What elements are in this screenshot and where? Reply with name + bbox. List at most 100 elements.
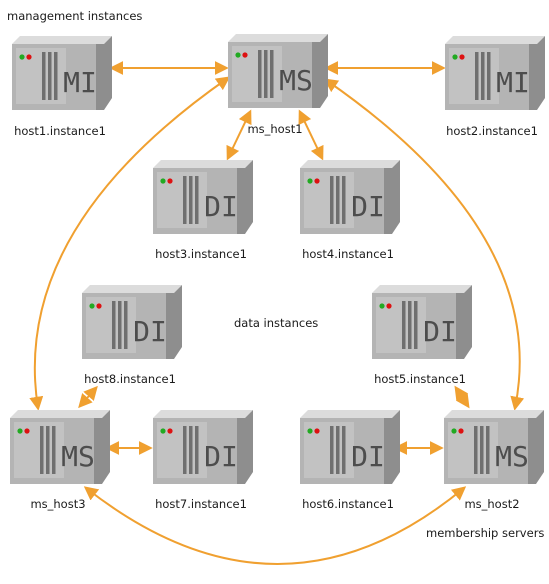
drive-slot-icon	[264, 50, 268, 98]
status-led-green-icon	[451, 428, 457, 434]
server-layer: MIhost1.instance1MSms_host1MIhost2.insta…	[10, 34, 545, 511]
drive-slot-icon	[475, 52, 479, 100]
drive-slot-icon	[342, 176, 346, 224]
server-host4[interactable]: DI	[300, 160, 400, 234]
connection-layer	[29, 61, 525, 565]
drive-slot-icon	[183, 426, 187, 474]
node-label-host1: host1.instance1	[14, 124, 106, 138]
drive-slot-icon	[342, 426, 346, 474]
status-led-green-icon	[379, 303, 385, 309]
server-host1[interactable]: MI	[12, 36, 112, 110]
server-ms_host2[interactable]: MS	[444, 410, 544, 484]
server-side-face	[384, 160, 400, 234]
server-type-badge: MI	[496, 66, 530, 99]
status-led-red-icon	[24, 428, 30, 434]
status-led-red-icon	[167, 428, 173, 434]
status-led-red-icon	[96, 303, 102, 309]
status-led-green-icon	[235, 52, 241, 58]
arc-ms_host3-ms_host2	[83, 486, 467, 565]
drive-slot-icon	[183, 176, 187, 224]
drive-slot-icon	[118, 301, 122, 349]
status-led-green-icon	[89, 303, 95, 309]
server-type-badge: MS	[61, 440, 95, 473]
status-led-green-icon	[160, 178, 166, 184]
status-led-red-icon	[314, 178, 320, 184]
drive-slot-icon	[270, 50, 274, 98]
drive-slot-icon	[330, 176, 334, 224]
status-led-red-icon	[386, 303, 392, 309]
status-led-red-icon	[167, 178, 173, 184]
status-led-red-icon	[314, 428, 320, 434]
drive-slot-icon	[474, 426, 478, 474]
node-label-host4: host4.instance1	[302, 247, 394, 261]
drive-slot-icon	[48, 52, 52, 100]
data-instances-caption: data instances	[234, 316, 318, 330]
node-label-host7: host7.instance1	[155, 497, 247, 511]
status-led-green-icon	[160, 428, 166, 434]
status-led-red-icon	[458, 428, 464, 434]
drive-slot-icon	[487, 52, 491, 100]
arc-ms_host1-ms_host3	[29, 76, 231, 411]
server-side-face	[166, 285, 182, 359]
drive-slot-icon	[408, 301, 412, 349]
drive-slot-icon	[124, 301, 128, 349]
server-type-badge: MI	[63, 66, 97, 99]
server-host8[interactable]: DI	[82, 285, 182, 359]
server-side-face	[96, 36, 112, 110]
server-type-badge: MS	[279, 64, 313, 97]
server-top-face	[153, 410, 253, 418]
server-ms_host1[interactable]: MS	[228, 34, 328, 108]
server-side-face	[384, 410, 400, 484]
drive-slot-icon	[330, 426, 334, 474]
drive-slot-icon	[480, 426, 484, 474]
drive-slot-icon	[52, 426, 56, 474]
server-host3[interactable]: DI	[153, 160, 253, 234]
server-type-badge: DI	[351, 190, 385, 223]
management-instances-caption: management instances	[7, 9, 142, 23]
server-top-face	[228, 34, 328, 42]
drive-slot-icon	[486, 426, 490, 474]
drive-slot-icon	[336, 426, 340, 474]
server-side-face	[237, 410, 253, 484]
node-label-ms_host1: ms_host1	[247, 122, 302, 136]
drive-slot-icon	[40, 426, 44, 474]
drive-slot-icon	[195, 176, 199, 224]
node-label-host6: host6.instance1	[302, 497, 394, 511]
server-side-face	[94, 410, 110, 484]
server-top-face	[445, 36, 545, 44]
server-top-face	[10, 410, 110, 418]
link-host8-ms_host3	[78, 385, 98, 409]
node-label-host8: host8.instance1	[84, 372, 176, 386]
drive-slot-icon	[258, 50, 262, 98]
server-top-face	[300, 410, 400, 418]
server-side-face	[312, 34, 328, 108]
server-host5[interactable]: DI	[372, 285, 472, 359]
status-led-green-icon	[19, 54, 25, 60]
server-top-face	[82, 285, 182, 293]
drive-slot-icon	[414, 301, 418, 349]
server-side-face	[529, 36, 545, 110]
caption-layer: management instances data instances memb…	[7, 9, 544, 540]
server-top-face	[12, 36, 112, 44]
server-type-badge: DI	[351, 440, 385, 473]
server-side-face	[456, 285, 472, 359]
server-ms_host3[interactable]: MS	[10, 410, 110, 484]
server-side-face	[237, 160, 253, 234]
link-ms_host1-host4	[298, 109, 324, 161]
link-ms_host1-host3	[226, 109, 252, 161]
server-top-face	[153, 160, 253, 168]
drive-slot-icon	[481, 52, 485, 100]
server-host7[interactable]: DI	[153, 410, 253, 484]
server-type-badge: DI	[204, 440, 238, 473]
server-host6[interactable]: DI	[300, 410, 400, 484]
server-top-face	[300, 160, 400, 168]
drive-slot-icon	[112, 301, 116, 349]
status-led-red-icon	[242, 52, 248, 58]
link-host5-ms_host2	[454, 385, 470, 409]
server-top-face	[372, 285, 472, 293]
drive-slot-icon	[42, 52, 46, 100]
drive-slot-icon	[336, 176, 340, 224]
server-host2[interactable]: MI	[445, 36, 545, 110]
node-label-host2: host2.instance1	[446, 124, 538, 138]
